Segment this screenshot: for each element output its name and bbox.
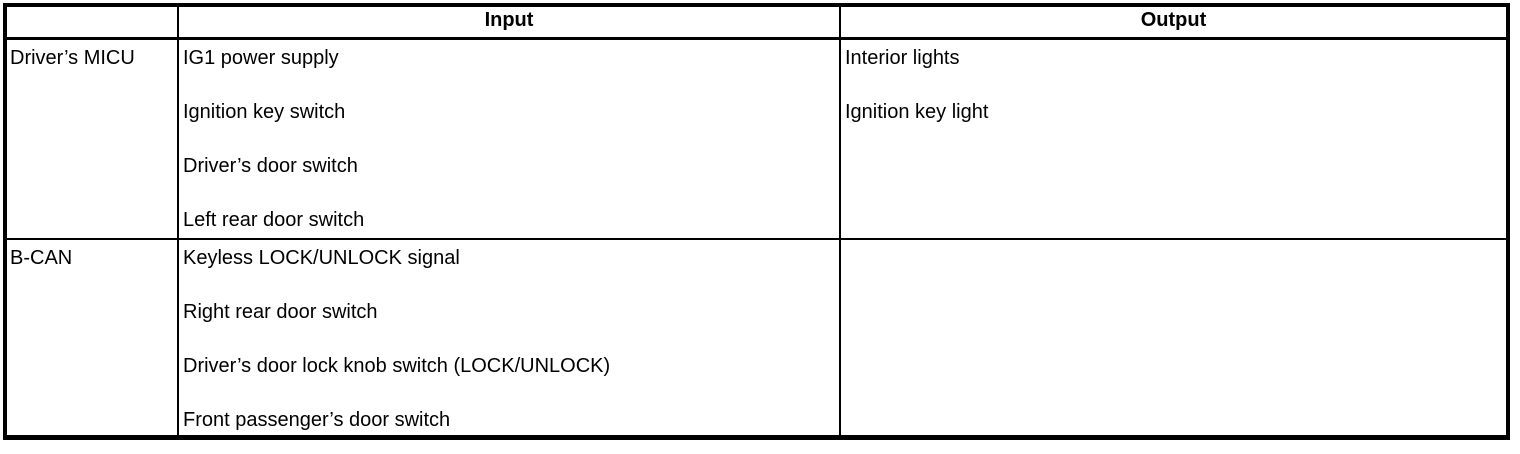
input-cell: Keyless LOCK/UNLOCK signal Right rear do… (177, 238, 841, 439)
table-row-b-can: B-CAN Keyless LOCK/UNLOCK signal Right r… (4, 238, 1509, 439)
input-item: Ignition key switch (183, 100, 346, 123)
input-item: Front passenger’s door switch (183, 409, 451, 431)
output-cell-empty (839, 238, 1509, 439)
input-cell: IG1 power supply Ignition key switch Dri… (177, 37, 841, 240)
corner-header-cell (4, 4, 179, 40)
input-item: Left rear door switch (183, 208, 365, 231)
output-cell: Interior lights Ignition key light (839, 37, 1509, 240)
row-label: B-CAN (10, 247, 73, 269)
output-item: Ignition key light (845, 100, 989, 123)
table-row-drivers-micu: Driver’s MICU IG1 power supply Ignition … (4, 37, 1509, 240)
io-signal-table: Input Output Driver’s MICU IG1 power sup… (3, 3, 1510, 440)
header-row: Input Output (4, 4, 1509, 40)
input-column-header: Input (177, 4, 841, 40)
input-item: Keyless LOCK/UNLOCK signal (183, 247, 460, 269)
output-item: Interior lights (845, 46, 960, 69)
input-item: Driver’s door switch (183, 154, 358, 177)
output-column-header: Output (839, 4, 1509, 40)
row-label: Driver’s MICU (10, 46, 135, 69)
input-item: Right rear door switch (183, 301, 378, 323)
row-label-cell: B-CAN (4, 238, 179, 439)
row-label-cell: Driver’s MICU (4, 37, 179, 240)
input-item: Driver’s door lock knob switch (LOCK/UNL… (183, 355, 611, 377)
input-item: IG1 power supply (183, 46, 339, 69)
